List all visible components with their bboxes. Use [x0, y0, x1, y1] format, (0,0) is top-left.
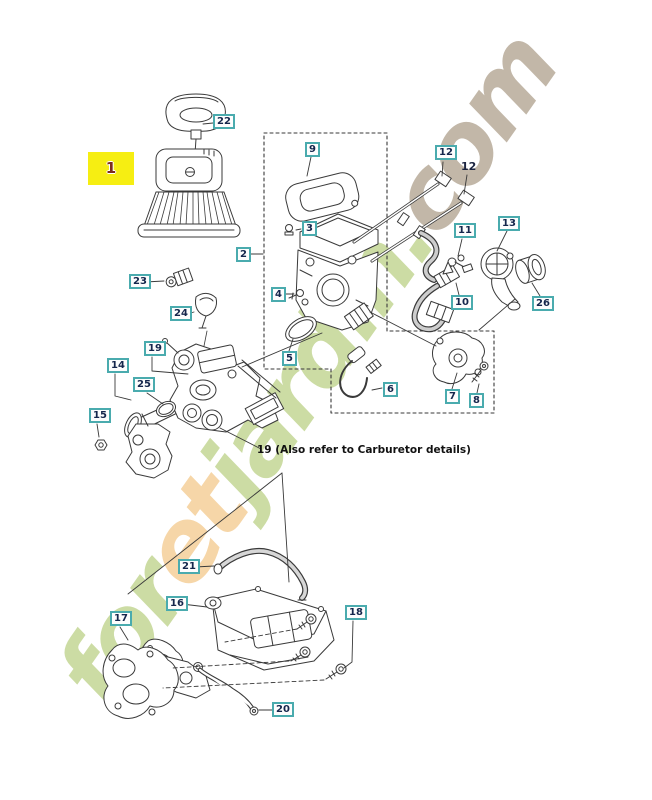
- part-label-11[interactable]: 11: [454, 223, 476, 238]
- part-label-3[interactable]: 3: [302, 221, 317, 236]
- mounting-bolts-drawing: [352, 170, 475, 263]
- dashed-box-carburetor: [263, 132, 495, 414]
- throttle-assembly-drawing: [94, 267, 285, 479]
- part-label-13[interactable]: 13: [498, 216, 520, 231]
- part-label-7[interactable]: 7: [445, 389, 460, 404]
- part-label-12[interactable]: 12: [435, 145, 457, 160]
- part-label-9[interactable]: 9: [305, 142, 320, 157]
- purge-pump-drawing: [480, 247, 521, 311]
- part-label-2[interactable]: 2: [236, 247, 251, 262]
- part-label-18[interactable]: 18: [345, 605, 367, 620]
- part-label-16[interactable]: 16: [166, 596, 188, 611]
- part-label-10[interactable]: 10: [451, 295, 473, 310]
- part-label-1[interactable]: 1: [88, 152, 134, 185]
- pump-bracket-drawing: [432, 331, 489, 385]
- part-label-22[interactable]: 22: [213, 114, 235, 129]
- part-label-20[interactable]: 20: [272, 702, 294, 717]
- lid-gasket-drawing: [285, 172, 360, 222]
- air-filter-drawing: [137, 148, 241, 238]
- part-label-23[interactable]: 23: [129, 274, 151, 289]
- part-label-4[interactable]: 4: [271, 287, 286, 302]
- part-label-12b: 12: [461, 160, 477, 173]
- part-label-24[interactable]: 24: [170, 306, 192, 321]
- carburetor-body-drawing: [284, 213, 382, 398]
- intake-lower-drawing: [102, 548, 347, 719]
- carburetor-note: 19 (Also refer to Carburetor details): [257, 444, 471, 456]
- part-label-6[interactable]: 6: [383, 382, 398, 397]
- part-label-15[interactable]: 15: [89, 408, 111, 423]
- part-label-14[interactable]: 14: [107, 358, 129, 373]
- part-label-25[interactable]: 25: [133, 377, 155, 392]
- part-label-8[interactable]: 8: [469, 393, 484, 408]
- part-label-19[interactable]: 19: [144, 341, 166, 356]
- part-label-21[interactable]: 21: [178, 559, 200, 574]
- part-label-26[interactable]: 26: [532, 296, 554, 311]
- fuel-hose-drawing: [411, 230, 461, 333]
- cap-drawing: [515, 254, 546, 284]
- clamp-drawing: [442, 254, 474, 275]
- part-label-5[interactable]: 5: [282, 351, 297, 366]
- part-label-17[interactable]: 17: [110, 611, 132, 626]
